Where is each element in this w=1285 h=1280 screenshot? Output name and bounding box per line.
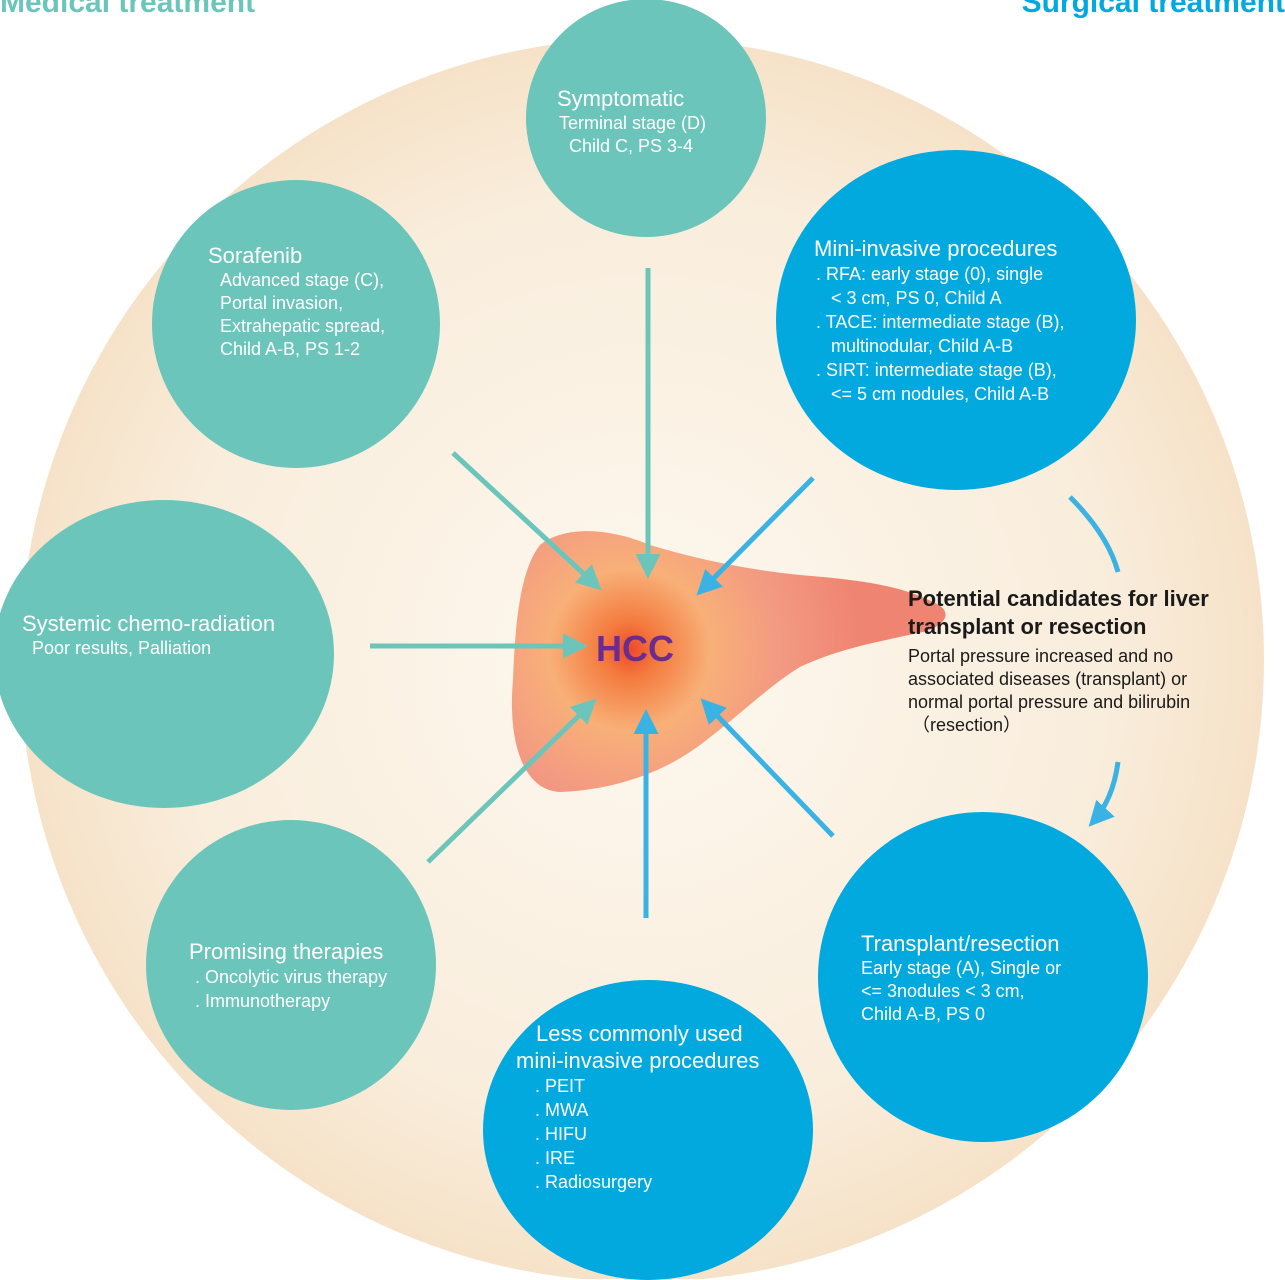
node-symptomatic-title: Symptomatic	[557, 86, 685, 111]
node-symptomatic-line: Terminal stage (D)	[559, 113, 707, 133]
node-mini-invasive-procedures: Mini-invasive procedures RFA: early stag…	[776, 150, 1136, 490]
node-less-common-item: PEIT	[535, 1074, 813, 1098]
node-less-common-item: HIFU	[535, 1122, 813, 1146]
candidates-line: Portal pressure increased and no	[908, 646, 1174, 666]
node-symptomatic-line: Child C, PS 3-4	[569, 136, 694, 156]
liver-shape	[511, 531, 946, 792]
candidates-annotation: Potential candidates for liver transplan…	[908, 585, 1285, 737]
candidates-line: （resection）	[912, 715, 1022, 735]
node-less-common-item: Radiosurgery	[535, 1170, 813, 1194]
node-transplant-resection: Transplant/resection Early stage (A), Si…	[818, 812, 1148, 1142]
node-systemic-chemo-radiation: Systemic chemo-radiation Poor results, P…	[0, 500, 334, 808]
node-mini-invasive-item: multinodular, Child A-B	[831, 336, 1014, 356]
node-mini-invasive-item: SIRT: intermediate stage (B),	[816, 358, 1136, 382]
node-less-common-item: MWA	[535, 1098, 813, 1122]
candidates-line: normal portal pressure and bilirubin	[908, 692, 1191, 712]
curved-arrow-bottom	[1088, 761, 1121, 827]
node-transplant-line: <= 3nodules < 3 cm,	[861, 981, 1025, 1001]
node-sorafenib-line: Extrahepatic spread,	[220, 316, 386, 336]
node-mini-invasive-item: <= 5 cm nodules, Child A-B	[831, 384, 1050, 404]
node-less-common-procedures: Less commonly used mini-invasive procedu…	[483, 980, 813, 1280]
candidates-description: Portal pressure increased and no associa…	[908, 645, 1285, 737]
node-promising-item: Oncolytic virus therapy	[195, 965, 436, 989]
surgical-treatment-header: Surgical treatment	[1021, 0, 1285, 19]
node-mini-invasive-item: RFA: early stage (0), single	[816, 262, 1136, 286]
hcc-label: HCC	[596, 628, 674, 669]
node-mini-invasive-item: < 3 cm, PS 0, Child A	[831, 288, 1002, 308]
arrow-sorafenib	[451, 451, 602, 591]
curved-connector-top	[1068, 495, 1121, 573]
node-less-common-item: IRE	[535, 1146, 813, 1170]
node-sorafenib-title: Sorafenib	[208, 243, 303, 268]
node-transplant-line: Early stage (A), Single or	[861, 958, 1062, 978]
node-sorafenib-line: Child A-B, PS 1-2	[220, 339, 361, 359]
arrow-promising	[426, 698, 597, 864]
candidates-title: Potential candidates for liver transplan…	[908, 586, 1209, 639]
node-sorafenib-line: Advanced stage (C),	[220, 270, 385, 290]
node-transplant-title: Transplant/resection	[861, 931, 1060, 956]
node-less-common-title: mini-invasive procedures	[516, 1048, 760, 1073]
arrow-transplant	[700, 698, 835, 838]
node-less-common-title: Less commonly used	[536, 1021, 743, 1046]
node-sorafenib: Sorafenib Advanced stage (C), Portal inv…	[152, 180, 440, 468]
medical-treatment-header: Medical treatment	[0, 0, 256, 19]
node-sorafenib-line: Portal invasion,	[220, 293, 344, 313]
node-mini-invasive-item: TACE: intermediate stage (B),	[816, 310, 1136, 334]
node-transplant-line: Child A-B, PS 0	[861, 1004, 986, 1024]
node-chemo-line: Poor results, Palliation	[32, 638, 212, 658]
node-symptomatic: Symptomatic Terminal stage (D) Child C, …	[526, 0, 766, 237]
node-chemo-title: Systemic chemo-radiation	[22, 611, 276, 636]
node-promising-item: Immunotherapy	[195, 989, 436, 1013]
node-promising-therapies: Promising therapies Oncolytic virus ther…	[146, 820, 436, 1110]
node-promising-title: Promising therapies	[189, 939, 384, 964]
node-mini-invasive-title: Mini-invasive procedures	[814, 236, 1058, 261]
candidates-line: associated diseases (transplant) or	[908, 669, 1188, 689]
arrow-mini-invasive	[696, 476, 815, 596]
